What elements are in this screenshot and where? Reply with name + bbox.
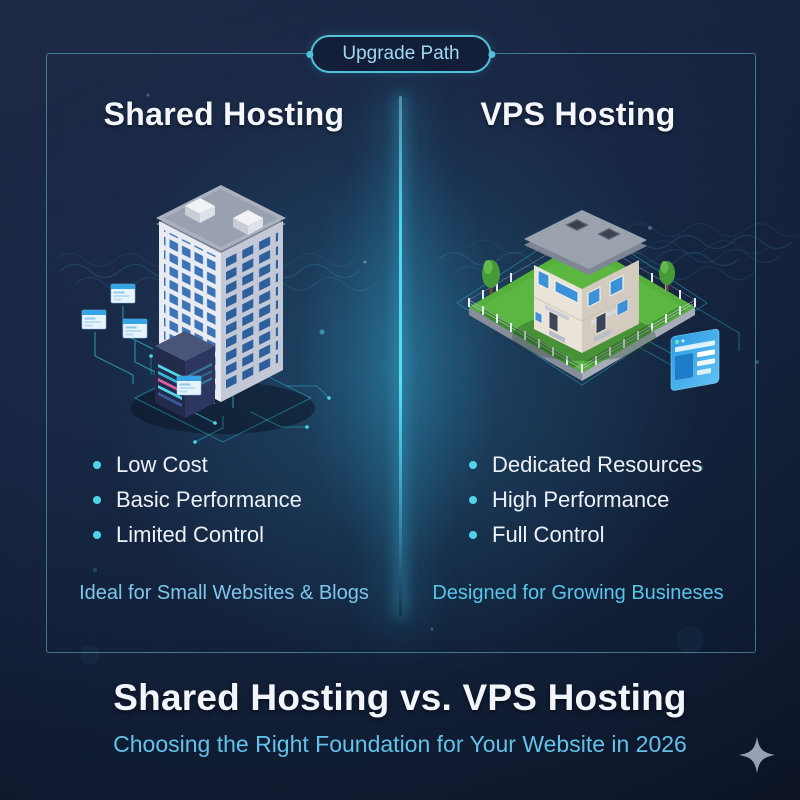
footer-subtitle: Choosing the Right Foundation for Your W… [113, 731, 687, 757]
server-rack [155, 331, 215, 418]
shared-hosting-tagline: Ideal for Small Websites & Blogs [79, 582, 369, 604]
feature-item: Limited Control [91, 523, 302, 546]
badge-connector-dot-left [306, 50, 314, 58]
column-divider [399, 96, 402, 616]
right-column-title: VPS Hosting [480, 96, 676, 132]
feature-item: Low Cost [91, 453, 302, 476]
vps-hosting-illustration [439, 210, 770, 391]
feature-item: Basic Performance [91, 488, 302, 511]
feature-item: Full Control [467, 523, 702, 546]
vps-hosting-tagline: Designed for Growing Busineses [432, 582, 724, 604]
feature-item: Dedicated Resources [467, 453, 702, 476]
badge-label: Upgrade Path [342, 43, 460, 64]
tree-right [659, 261, 675, 291]
sparkle-icon [738, 736, 776, 774]
shared-hosting-feature-list: Low Cost Basic Performance Limited Contr… [91, 453, 302, 558]
shared-hosting-illustration [55, 185, 376, 444]
feature-item: High Performance [467, 488, 702, 511]
browser-card [670, 328, 720, 391]
comparison-panel: Upgrade Path Shared Hosting VPS Hosting [46, 35, 770, 653]
badge-connector-dot-right [488, 50, 496, 58]
upgrade-path-badge: Upgrade Path [306, 35, 496, 73]
footer-title: Shared Hosting vs. VPS Hosting [113, 677, 687, 718]
left-column-title: Shared Hosting [103, 96, 345, 132]
vps-hosting-feature-list: Dedicated Resources High Performance Ful… [467, 453, 702, 558]
